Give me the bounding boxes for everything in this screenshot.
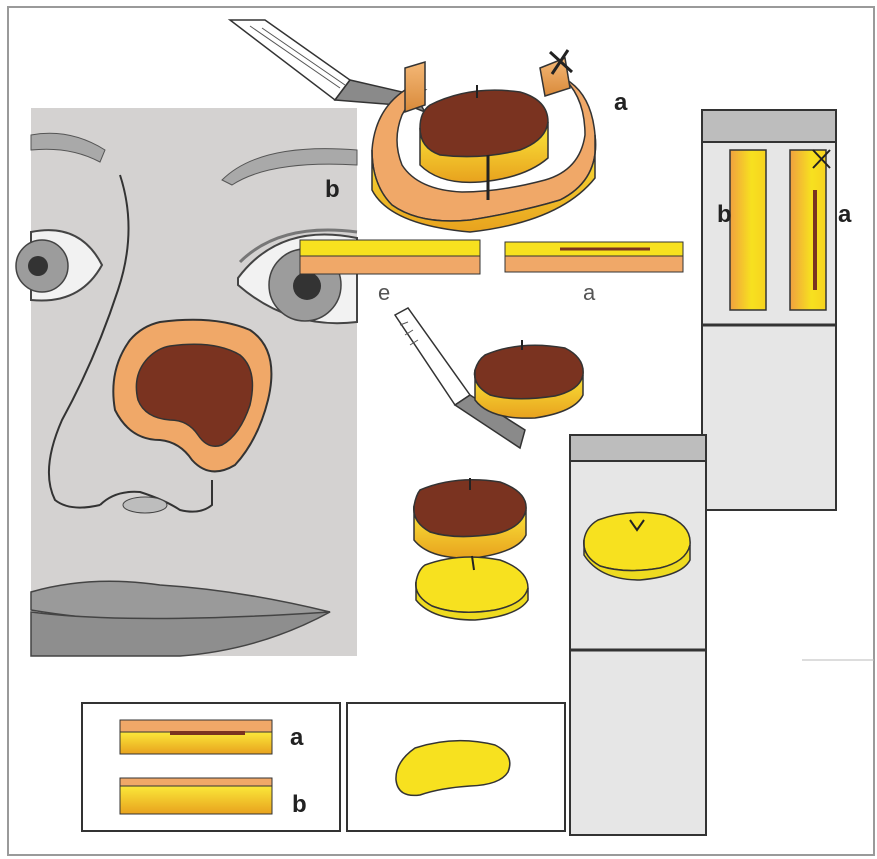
label-b-slide: b (292, 791, 307, 818)
label-b-cassette: b (717, 201, 732, 228)
label-a-cassette: a (838, 201, 852, 228)
cassette-right: b a (702, 110, 852, 510)
label-e-strip: e (378, 280, 390, 305)
label-a-strip: a (583, 280, 596, 305)
cassette-center (570, 435, 706, 835)
label-a-ring: a (614, 89, 628, 116)
nostril (123, 497, 167, 513)
slide-strips: a b (82, 703, 340, 831)
tissue-disc-split-bottom (416, 556, 528, 620)
tissue-disc-split-top (414, 478, 526, 558)
face-panel: b (16, 108, 357, 656)
label-a-slide: a (290, 724, 304, 751)
label-b-nose: b (325, 176, 340, 203)
slide-flat-section (347, 703, 565, 831)
